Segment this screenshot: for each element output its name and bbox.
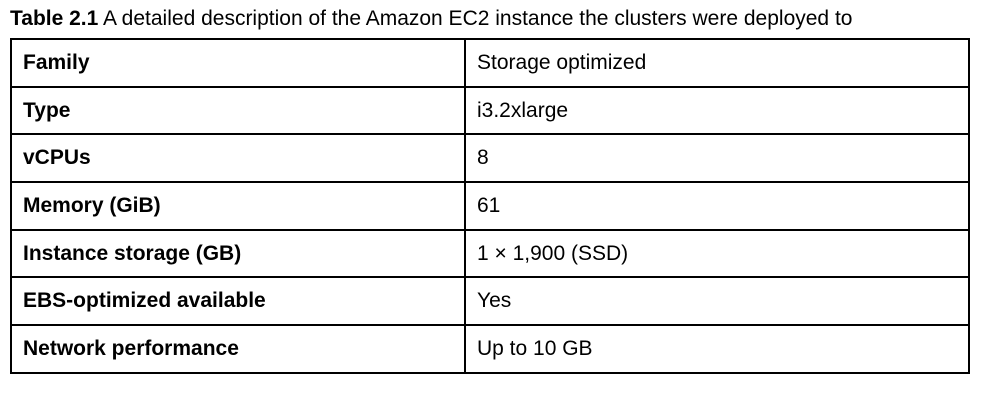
row-key: Type [10,85,466,136]
row-value: Yes [464,276,970,327]
table-caption: Table 2.1 A detailed description of the … [10,6,852,32]
table-caption-text: A detailed description of the Amazon EC2… [98,7,853,30]
row-key: Family [10,38,466,88]
row-value: 8 [464,133,970,184]
instance-spec-table: Family Storage optimized Type i3.2xlarge… [10,38,970,374]
row-key: vCPUs [10,133,466,184]
table-row: Network performance Up to 10 GB [10,324,970,374]
row-key: EBS-optimized available [10,276,466,327]
table-row: vCPUs 8 [10,133,970,184]
row-value: Storage optimized [464,38,970,88]
table-row: Type i3.2xlarge [10,85,970,136]
row-key: Memory (GiB) [10,181,466,231]
row-value: 1 × 1,900 (SSD) [464,228,970,279]
row-value: Up to 10 GB [464,324,970,374]
row-value: 61 [464,181,970,231]
table-caption-label: Table 2.1 [10,7,99,30]
row-value: i3.2xlarge [464,85,970,136]
row-key: Network performance [10,324,466,374]
table-row: Family Storage optimized [10,38,970,88]
table-row: EBS-optimized available Yes [10,276,970,327]
row-key: Instance storage (GB) [10,228,466,279]
table-row: Memory (GiB) 61 [10,181,970,231]
table-row: Instance storage (GB) 1 × 1,900 (SSD) [10,228,970,279]
